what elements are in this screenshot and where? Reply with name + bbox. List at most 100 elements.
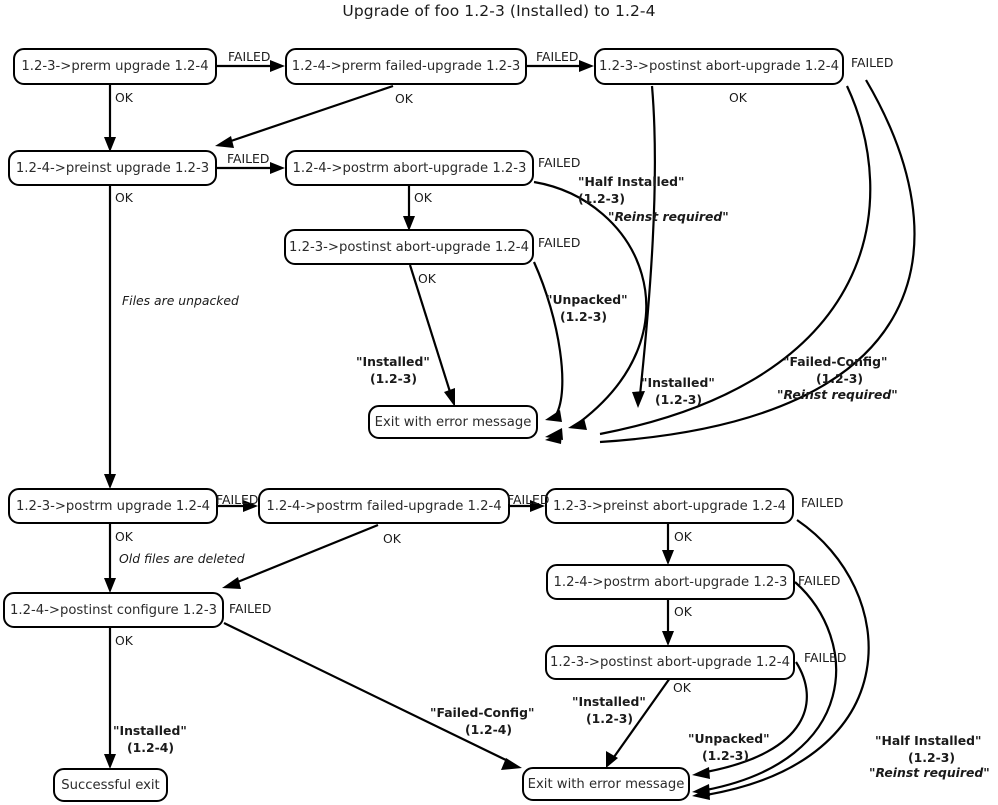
page-title: Upgrade of foo 1.2-3 (Installed) to 1.2-… <box>342 2 656 20</box>
edge-label-ok-9: OK <box>674 529 692 544</box>
edge-postinsttop-exit-ok <box>638 85 656 396</box>
node-prerm-upgrade[interactable]: 1.2-3->prerm upgrade 1.2-4 <box>13 48 217 85</box>
edge-label-failed-config-top-line2: (1.2-3) <box>816 371 864 386</box>
arrowhead <box>104 754 116 769</box>
edge-label-half-installed-top-line2: (1.2-3) <box>578 191 626 206</box>
edge-label-ok-7: OK <box>115 529 133 544</box>
arrowhead <box>606 751 618 768</box>
arrowhead <box>568 418 587 430</box>
edge-label-installed-top-line1: "Installed" <box>356 354 430 369</box>
arrowhead <box>545 410 562 422</box>
node-postinst-abort-upgrade-mid[interactable]: 1.2-3->postinst abort-upgrade 1.2-4 <box>284 229 534 265</box>
node-preinst-upgrade[interactable]: 1.2-4->preinst upgrade 1.2-3 <box>8 150 217 186</box>
edge-postrmmid-exit-failed <box>533 180 648 423</box>
annotation-files-are-unpacked: Files are unpacked <box>122 293 239 308</box>
edge-label-half-installed-bottom-line2: (1.2-3) <box>908 750 956 765</box>
node-exit-error-bottom[interactable]: Exit with error message <box>522 767 690 801</box>
edge-label-failed-5: FAILED <box>538 155 581 170</box>
arrowhead <box>501 758 522 770</box>
edge-label-ok-4: OK <box>115 190 133 205</box>
edge-label-half-installed-top-line3: "Reinst required" <box>608 209 729 224</box>
node-exit-error-top[interactable]: Exit with error message <box>368 405 538 439</box>
edge-label-half-installed-top-line1: "Half Installed" <box>578 174 685 189</box>
arrowhead <box>104 137 116 152</box>
edge-label-ok-11: OK <box>115 633 133 648</box>
edge-prermfail-preinst-ok <box>227 84 394 144</box>
edge-label-installed-top2-line2: (1.2-3) <box>655 392 703 407</box>
arrowhead <box>403 216 415 231</box>
edge-label-installed-top-line2: (1.2-3) <box>370 371 418 386</box>
edge-label-ok-12: OK <box>673 680 691 695</box>
edge-postinstabortbot-exit-ok <box>613 677 671 758</box>
edge-postrmfail-postinstconf-ok <box>234 523 379 585</box>
arrowhead <box>243 500 258 512</box>
edge-postinstconf-exit-failed <box>223 622 511 763</box>
arrowhead <box>692 788 710 800</box>
node-postinst-configure[interactable]: 1.2-4->postinst configure 1.2-3 <box>3 592 224 628</box>
edge-label-installed-bottom-line1: "Installed" <box>572 694 646 709</box>
arrowhead <box>270 60 285 72</box>
arrowhead <box>215 136 234 148</box>
node-successful-exit[interactable]: Successful exit <box>53 768 168 802</box>
arrowhead <box>530 500 545 512</box>
edge-label-failed-config-top-line1: "Failed-Config" <box>783 354 888 369</box>
edge-postrmabortbot-exit-failed <box>705 581 838 792</box>
edge-label-failed-config-bottom-line2: (1.2-4) <box>465 722 513 737</box>
edge-label-installed-bottom-line2: (1.2-3) <box>586 711 634 726</box>
edge-label-failed-3: FAILED <box>851 55 894 70</box>
node-prerm-failed-upgrade[interactable]: 1.2-4->prerm failed-upgrade 1.2-3 <box>285 48 527 85</box>
node-postrm-upgrade[interactable]: 1.2-3->postrm upgrade 1.2-4 <box>8 488 218 524</box>
annotation-old-files-are-deleted: Old files are deleted <box>119 551 245 566</box>
arrowhead <box>222 577 241 589</box>
arrowhead <box>444 388 455 407</box>
edge-label-half-installed-bottom-line3: "Reinst required" <box>869 765 990 780</box>
edge-label-unpacked-bottom-line2: (1.2-3) <box>702 748 750 763</box>
edge-postinstmid-exit-ok <box>408 264 453 396</box>
node-preinst-abort-upgrade[interactable]: 1.2-3->preinst abort-upgrade 1.2-4 <box>545 488 794 524</box>
edge-label-ok-2: OK <box>395 91 413 106</box>
arrowhead <box>632 391 645 408</box>
edge-label-ok-10: OK <box>674 604 692 619</box>
edge-label-failed-1: FAILED <box>228 49 271 64</box>
edge-label-unpacked-top-line1: "Unpacked" <box>546 292 628 307</box>
arrowhead <box>104 474 116 489</box>
arrowhead <box>662 550 674 565</box>
edge-label-unpacked-top-line2: (1.2-3) <box>560 309 608 324</box>
edge-label-installed-success-line2: (1.2-4) <box>127 740 175 755</box>
edge-label-failed-10: FAILED <box>798 573 841 588</box>
edge-label-failed-9: FAILED <box>801 495 844 510</box>
node-postinst-abort-upgrade-top[interactable]: 1.2-3->postinst abort-upgrade 1.2-4 <box>594 48 844 85</box>
edge-label-installed-success-line1: "Installed" <box>113 723 187 738</box>
edge-label-ok-6: OK <box>418 271 436 286</box>
node-postinst-abort-upgrade-bottom[interactable]: 1.2-3->postinst abort-upgrade 1.2-4 <box>545 645 795 680</box>
node-postrm-abort-upgrade-bottom[interactable]: 1.2-4->postrm abort-upgrade 1.2-3 <box>546 564 795 600</box>
arrowhead <box>662 631 674 646</box>
edge-postinstmid-exit-failed <box>532 261 564 416</box>
edge-label-failed-7: FAILED <box>216 492 259 507</box>
edge-label-failed-4: FAILED <box>227 151 270 166</box>
node-postrm-abort-upgrade-mid[interactable]: 1.2-4->postrm abort-upgrade 1.2-3 <box>285 150 534 186</box>
edge-label-ok-5: OK <box>414 190 432 205</box>
edge-label-unpacked-bottom-line1: "Unpacked" <box>688 731 770 746</box>
node-postrm-failed-upgrade[interactable]: 1.2-4->postrm failed-upgrade 1.2-4 <box>258 488 510 524</box>
edge-label-half-installed-bottom-line1: "Half Installed" <box>875 733 982 748</box>
edge-label-ok-8: OK <box>383 531 401 546</box>
edge-label-ok-3: OK <box>729 90 747 105</box>
arrowhead <box>579 60 594 72</box>
edge-label-installed-top2-line1: "Installed" <box>641 375 715 390</box>
edge-postinstabortbot-exit-failed <box>705 661 808 774</box>
arrowhead <box>692 767 710 779</box>
arrowhead <box>104 578 116 593</box>
edge-label-ok-1: OK <box>115 90 133 105</box>
edge-label-failed-8: FAILED <box>507 492 550 507</box>
edge-label-failed-config-top-line3: "Reinst required" <box>777 387 898 402</box>
edge-label-failed-config-bottom-line1: "Failed-Config" <box>430 705 535 720</box>
edge-label-failed-12: FAILED <box>804 650 847 665</box>
edge-preinstabort-exit-failed <box>705 519 870 797</box>
arrowhead <box>270 162 285 174</box>
edge-label-failed-2: FAILED <box>536 49 579 64</box>
edge-label-failed-6: FAILED <box>538 235 581 250</box>
edge-label-failed-11: FAILED <box>229 601 272 616</box>
